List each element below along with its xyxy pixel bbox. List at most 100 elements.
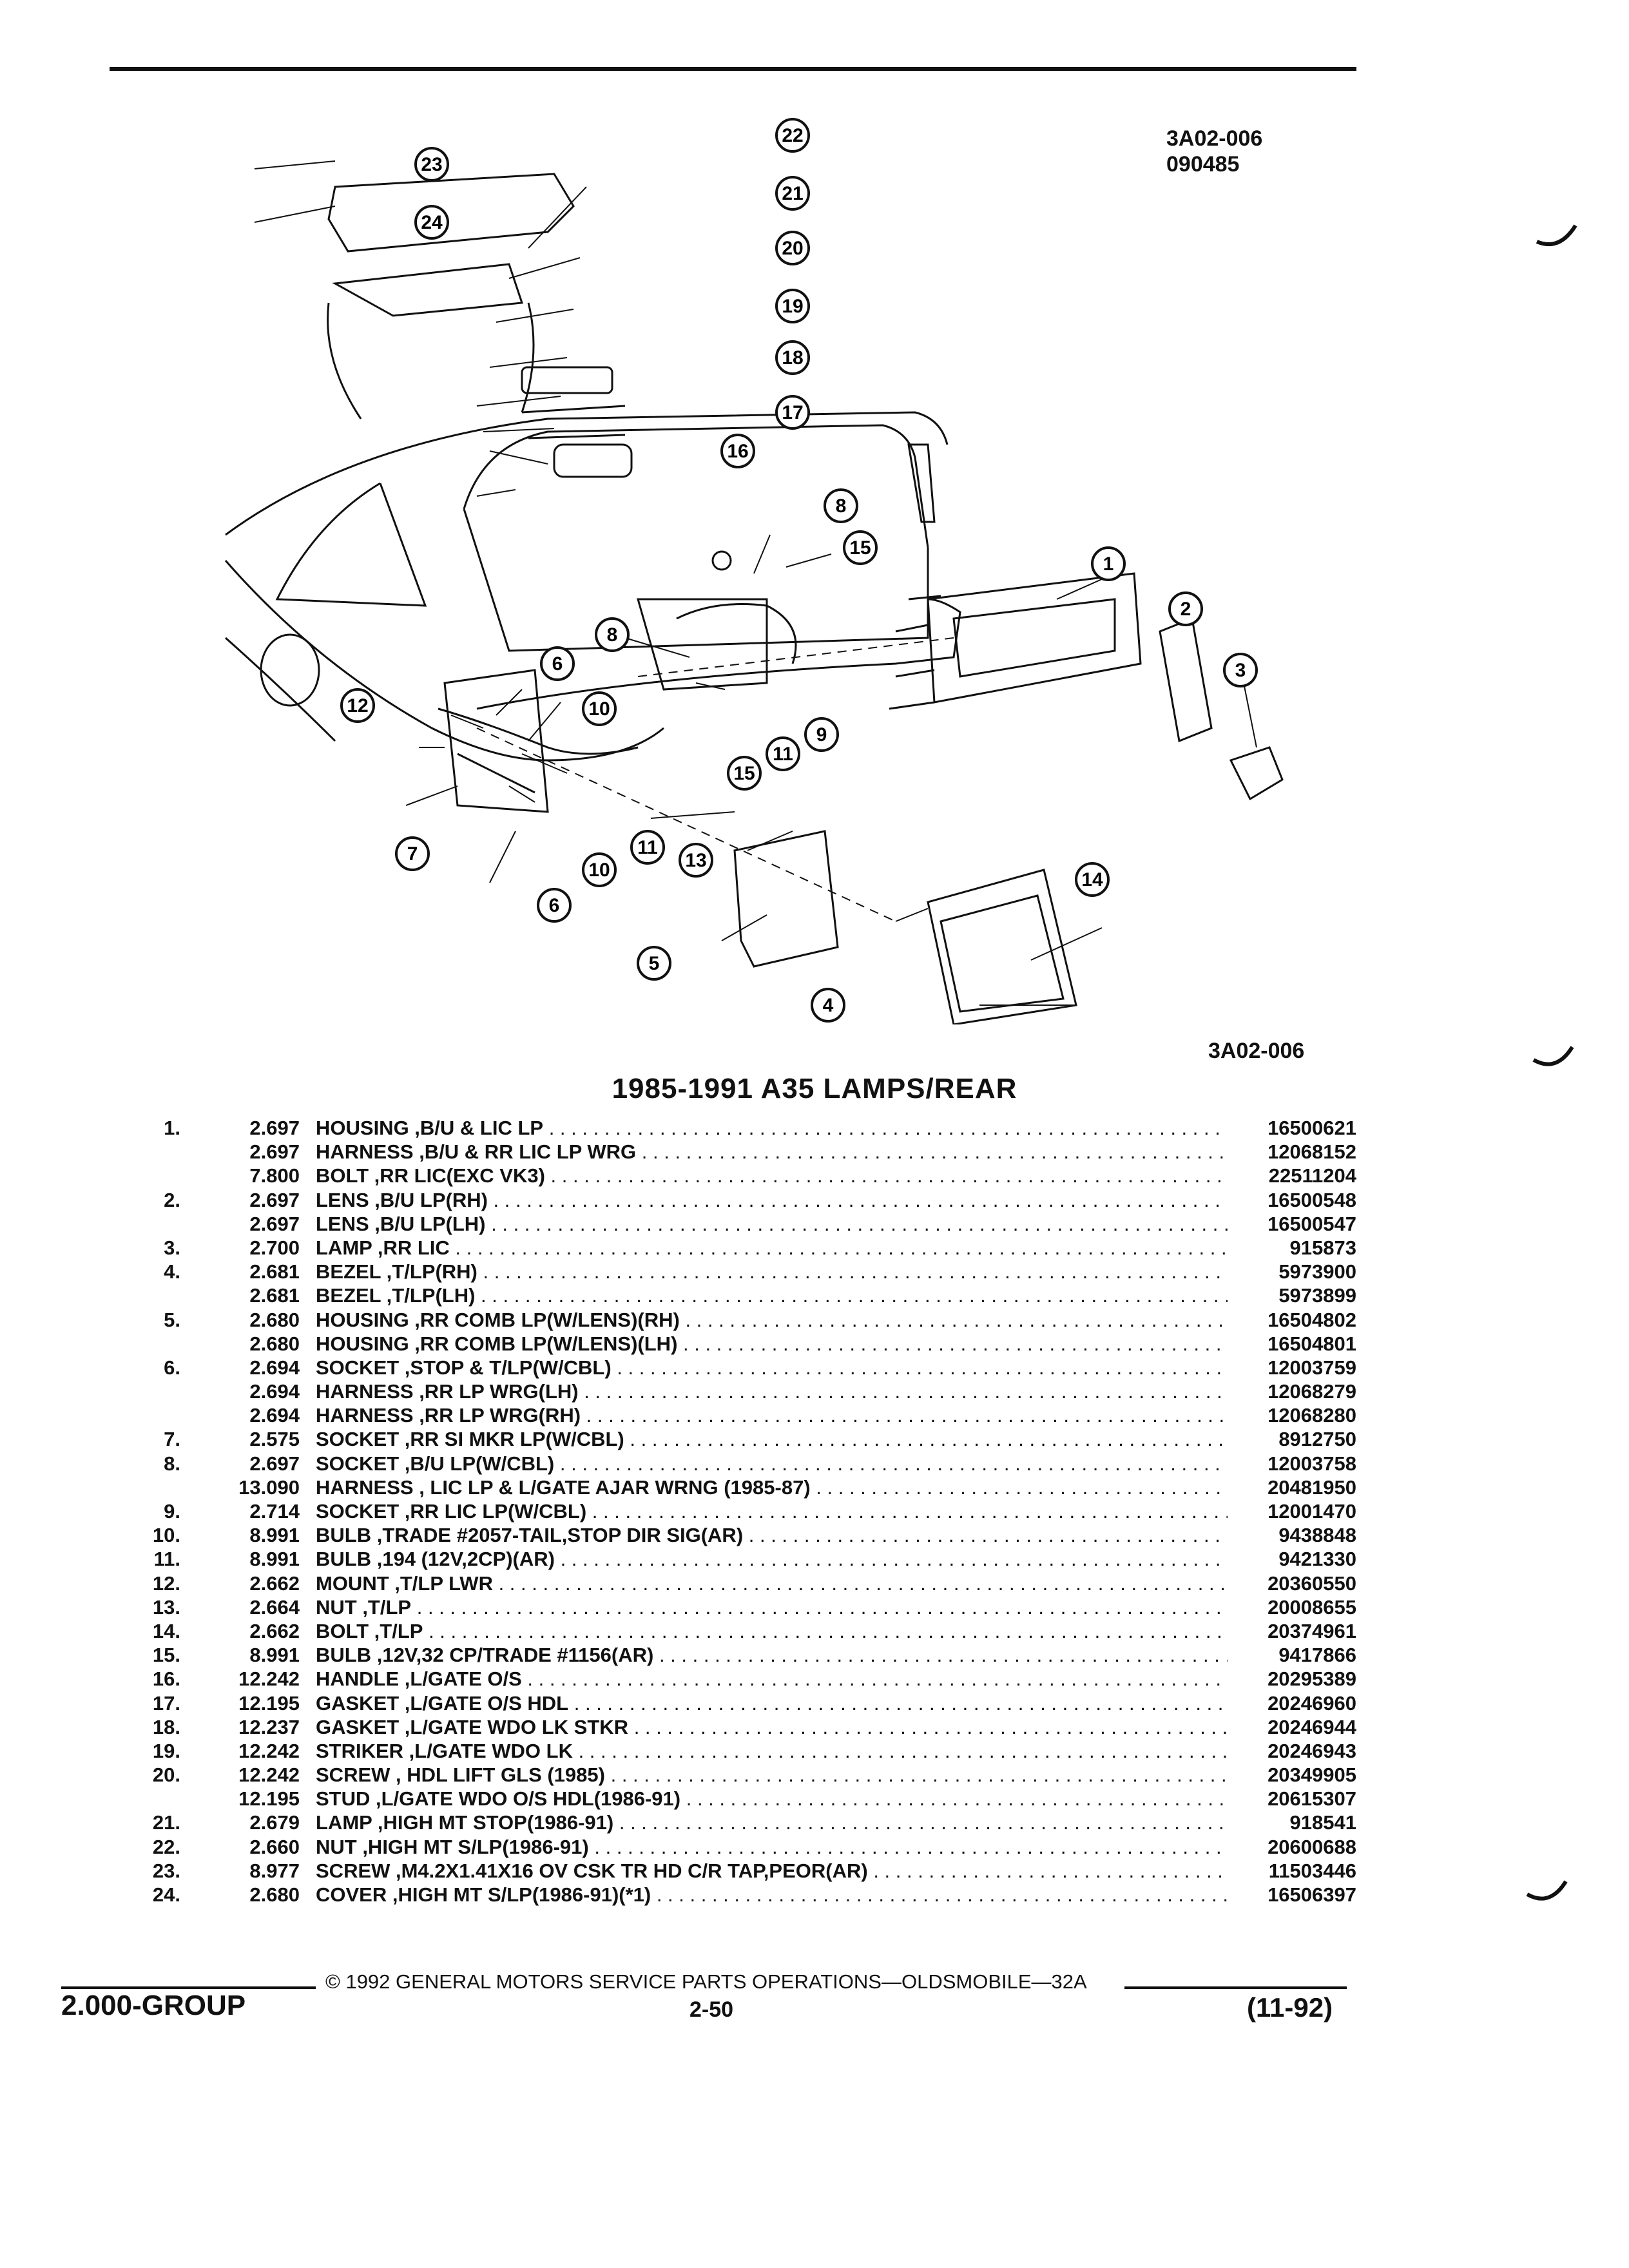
part-number: 20295389: [1268, 1667, 1356, 1691]
license-pocket: [637, 598, 768, 691]
group-number: 2.714: [249, 1500, 300, 1523]
tail-lamp-bezel: [927, 869, 1077, 1024]
group-number: 2.662: [249, 1619, 300, 1642]
callout-17: 17: [775, 395, 810, 430]
part-number: 16504801: [1268, 1332, 1356, 1355]
callout-5: 5: [637, 946, 671, 981]
ref-code-date: 090485: [1166, 152, 1240, 177]
part-number-index: 9.: [164, 1500, 180, 1523]
part-number: 16500621: [1268, 1117, 1356, 1139]
callout-9: 9: [804, 717, 839, 752]
part-description: LAMP ,RR LIC: [316, 1236, 1228, 1260]
callout-21: 21: [775, 176, 810, 211]
callout-22: 22: [775, 118, 810, 153]
callout-3: 3: [1223, 653, 1258, 687]
dashed-projection: [476, 637, 954, 922]
footer-rule-left: [61, 1986, 316, 1989]
part-description: COVER ,HIGH MT S/LP(1986-91)(*1): [316, 1883, 1228, 1907]
exploded-diagram: [224, 160, 1284, 1024]
license-housing-stud: [889, 595, 941, 710]
part-number-index: 18.: [152, 1715, 180, 1738]
part-description: HOUSING ,RR COMB LP(W/LENS)(RH): [316, 1308, 1228, 1332]
part-description: STRIKER ,L/GATE WDO LK: [316, 1739, 1228, 1763]
leader-lines: [254, 160, 1257, 1006]
callout-label: 3: [1235, 660, 1246, 681]
part-description: LAMP ,HIGH MT STOP(1986-91): [316, 1811, 1228, 1834]
quarter-lower-line: [225, 637, 336, 742]
license-harness: [676, 603, 797, 664]
group-number: 12.242: [238, 1667, 300, 1691]
part-number: 12003758: [1268, 1452, 1356, 1475]
callout-8b: 8: [595, 617, 630, 652]
part-description: LENS ,B/U LP(RH): [316, 1188, 1228, 1212]
callout-13: 13: [679, 843, 713, 878]
margin-mark: [1532, 1046, 1574, 1066]
callout-10b: 10: [582, 852, 617, 887]
part-number-index: 22.: [152, 1835, 180, 1858]
part-description: HARNESS ,B/U & RR LIC LP WRG: [316, 1140, 1228, 1164]
callout-6b: 6: [537, 888, 572, 923]
callout-11b: 11: [630, 830, 665, 865]
group-number: 2.664: [249, 1595, 300, 1619]
callout-label: 22: [782, 125, 803, 146]
hmsl-cover: [327, 173, 575, 253]
part-description: SOCKET ,RR SI MKR LP(W/CBL): [316, 1427, 1228, 1451]
part-description: HOUSING ,B/U & LIC LP: [316, 1116, 1228, 1140]
group-number: 12.195: [238, 1691, 300, 1715]
group-number: 2.575: [249, 1428, 300, 1451]
group-number: 7.800: [249, 1164, 300, 1187]
callout-label: 6: [549, 895, 560, 916]
part-number-index: 21.: [152, 1811, 180, 1834]
callout-label: 11: [773, 744, 793, 765]
rear-lamp-harness: [438, 707, 639, 794]
part-number-index: 2.: [164, 1188, 180, 1211]
part-description: HOUSING ,RR COMB LP(W/LENS)(LH): [316, 1332, 1228, 1356]
callout-label: 21: [782, 183, 803, 204]
liftgate-handle: [553, 443, 633, 478]
callout-2: 2: [1168, 591, 1203, 626]
part-description: SCREW ,M4.2X1.41X16 OV CSK TR HD C/R TAP…: [316, 1859, 1228, 1883]
part-description: SOCKET ,RR LIC LP(W/CBL): [316, 1499, 1228, 1523]
group-number: 2.662: [249, 1571, 300, 1595]
group-number: 2.681: [249, 1260, 300, 1283]
footer-rule-right: [1124, 1986, 1347, 1989]
callout-23: 23: [414, 147, 449, 182]
part-number: 20481950: [1268, 1475, 1356, 1499]
callout-label: 5: [649, 953, 660, 974]
group-number: 8.977: [249, 1859, 300, 1882]
callout-label: 7: [407, 843, 418, 865]
part-number: 22511204: [1268, 1164, 1356, 1187]
part-description: BEZEL ,T/LP(RH): [316, 1260, 1228, 1283]
callout-6a: 6: [540, 646, 575, 681]
callout-4: 4: [811, 988, 845, 1023]
part-number-index: 13.: [152, 1595, 180, 1619]
part-number: 16500547: [1268, 1212, 1356, 1235]
group-number: 2.680: [249, 1883, 300, 1906]
part-description: STUD ,L/GATE WDO O/S HDL(1986-91): [316, 1787, 1228, 1811]
liftgate-lock: [711, 550, 732, 571]
callout-11a: 11: [766, 736, 800, 771]
callout-18: 18: [775, 340, 810, 375]
part-number: 12068152: [1268, 1140, 1356, 1164]
part-number-index: 20.: [152, 1763, 180, 1787]
part-number: 20246943: [1268, 1739, 1356, 1762]
callout-label: 8: [607, 624, 618, 646]
group-number: 2.680: [249, 1308, 300, 1331]
part-number: 12068280: [1268, 1404, 1356, 1427]
group-number: 2.697: [249, 1212, 300, 1235]
section-title: 1985-1991 A35 LAMPS/REAR: [612, 1073, 1017, 1104]
part-number-index: 8.: [164, 1452, 180, 1475]
copyright-line: © 1992 GENERAL MOTORS SERVICE PARTS OPER…: [325, 1970, 1087, 1993]
